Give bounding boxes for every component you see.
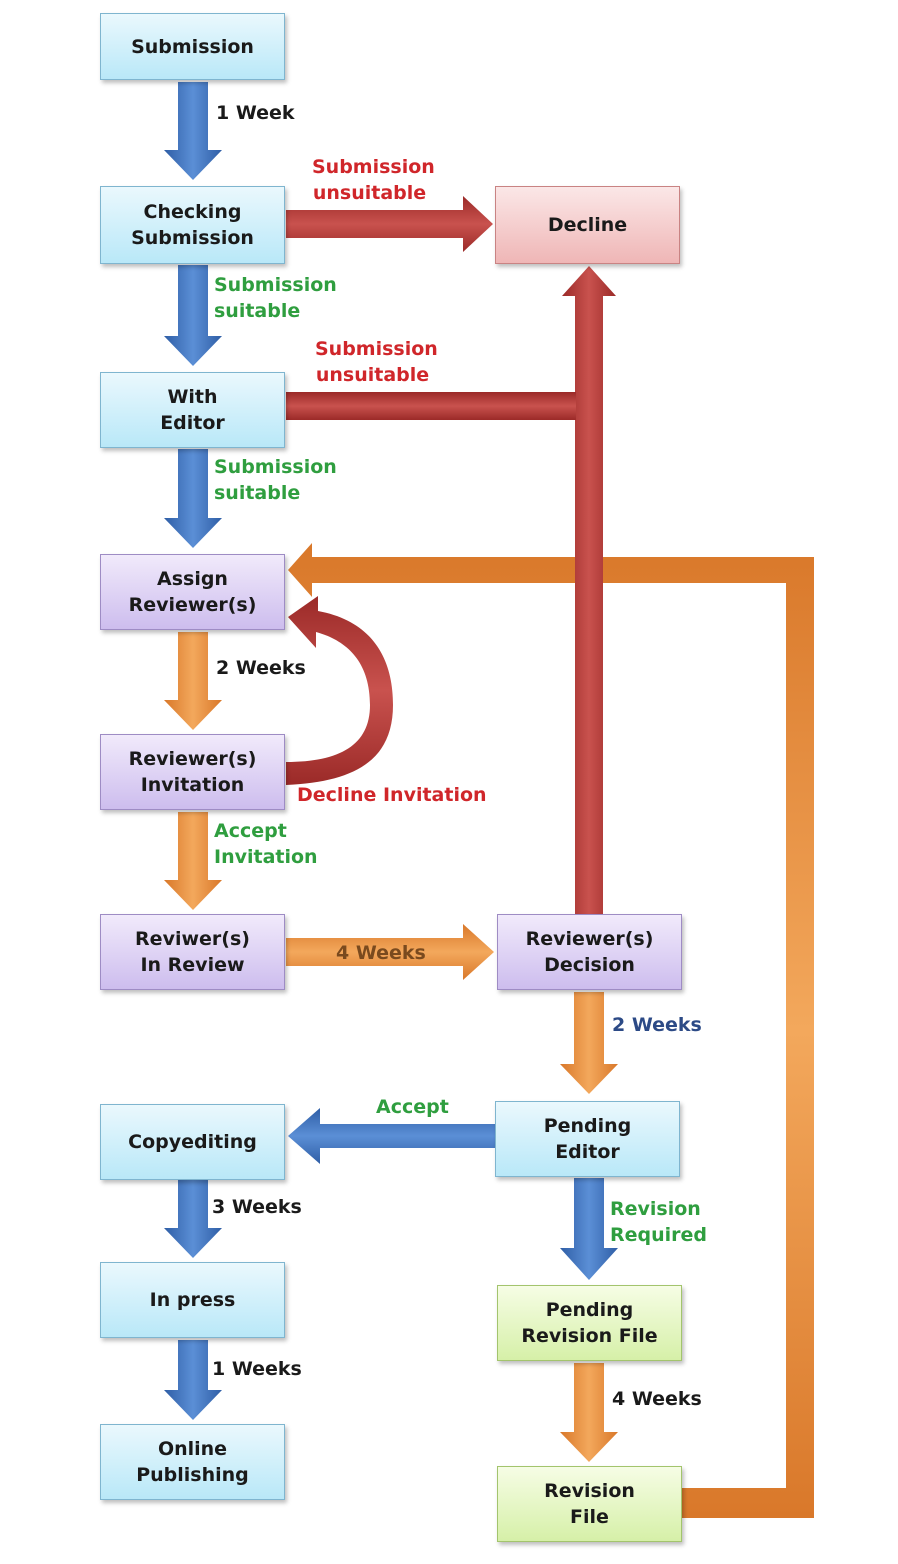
label-2-weeks-1: 2 Weeks <box>216 657 306 679</box>
node-submission: Submission <box>100 13 285 80</box>
arrow-assign-invitation <box>164 632 222 730</box>
decline-invitation-arrow <box>286 596 393 785</box>
checking-decline-arrow <box>286 196 493 252</box>
node-online-publishing: Online Publishing <box>100 1424 285 1500</box>
arrow-decision-pending <box>560 992 618 1094</box>
node-checking-submission: Checking Submission <box>100 186 285 264</box>
node-with-editor: With Editor <box>100 372 285 448</box>
node-assign-reviewers: Assign Reviewer(s) <box>100 554 285 630</box>
node-reviwers-in-review: Reviwer(s) In Review <box>100 914 285 990</box>
node-reviewers-invitation: Reviewer(s) Invitation <box>100 734 285 810</box>
label-accept: Accept <box>376 1096 449 1118</box>
arrow-checking-editor <box>164 265 222 366</box>
label-submission-suitable-2: Submission suitable <box>214 456 337 504</box>
editor-decline-arrow <box>286 392 576 420</box>
arrow-copyediting-inpress <box>164 1180 222 1258</box>
node-reviewers-decision: Reviewer(s) Decision <box>497 914 682 990</box>
arrow-pending-revisionfile <box>560 1363 618 1462</box>
node-revision-file: Revision File <box>497 1466 682 1542</box>
arrow-review-decision <box>286 924 494 980</box>
node-pending-editor: Pending Editor <box>495 1101 680 1177</box>
arrow-pending-editor-revision <box>560 1178 618 1280</box>
label-submission-suitable-1: Submission suitable <box>214 274 337 322</box>
revision-loop-arrow <box>288 543 814 1518</box>
node-in-press: In press <box>100 1262 285 1338</box>
label-submission-unsuitable-1: Submission unsuitable <box>312 156 435 204</box>
arrow-submission-checking <box>164 82 222 180</box>
label-1-week: 1 Week <box>216 102 295 124</box>
label-2-weeks-2: 2 Weeks <box>612 1014 702 1036</box>
arrow-inpress-online <box>164 1340 222 1420</box>
label-3-weeks: 3 Weeks <box>212 1196 302 1218</box>
label-submission-unsuitable-2: Submission unsuitable <box>315 338 438 386</box>
label-decline-invitation: Decline Invitation <box>297 784 487 806</box>
node-decline: Decline <box>495 186 680 264</box>
decision-decline-arrow <box>562 266 616 914</box>
arrow-invitation-review <box>164 812 222 910</box>
label-4-weeks-2: 4 Weeks <box>612 1388 702 1410</box>
node-pending-revision-file: Pending Revision File <box>497 1285 682 1361</box>
label-revision-required: Revision Required <box>610 1198 708 1246</box>
label-accept-invitation: Accept Invitation <box>214 820 318 868</box>
label-1-weeks: 1 Weeks <box>212 1358 302 1380</box>
label-4-weeks-1: 4 Weeks <box>336 942 426 964</box>
accept-arrow <box>288 1108 495 1164</box>
node-copyediting: Copyediting <box>100 1104 285 1180</box>
arrow-editor-assign <box>164 449 222 548</box>
